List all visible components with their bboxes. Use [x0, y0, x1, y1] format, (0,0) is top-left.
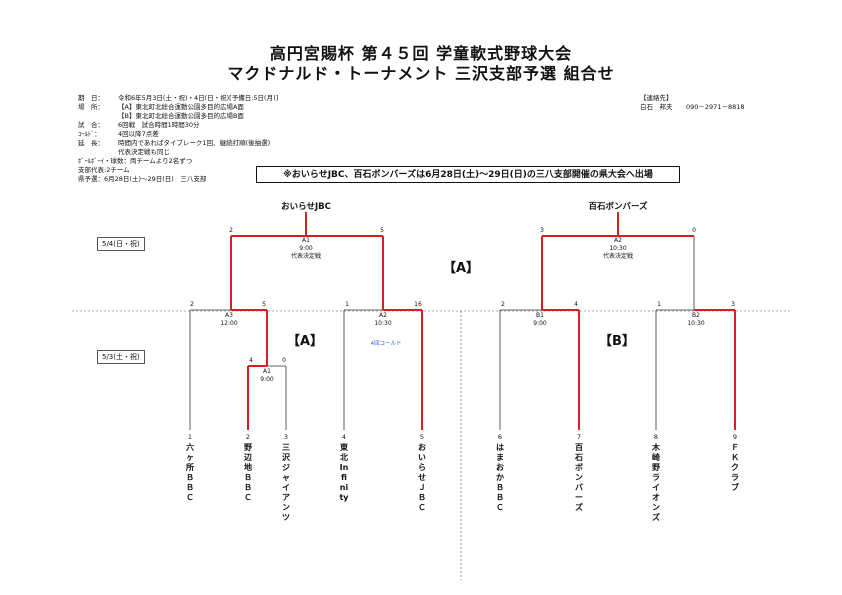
team-name: 東北Infinity — [339, 443, 349, 502]
score: 0 — [282, 357, 286, 364]
notice-box: ※おいらせJBC、百石ボンバーズは6月28日(土)～29日(日)の三八支部開催の… — [256, 166, 680, 183]
team-seed: 9 — [732, 433, 738, 441]
date-day2: 5/4(日・祝) — [97, 237, 145, 251]
team-seed: 5 — [419, 433, 425, 441]
score: 4 — [574, 301, 578, 308]
team-seed: 1 — [187, 433, 193, 441]
team-seed: 6 — [497, 433, 503, 441]
score: 1 — [657, 301, 661, 308]
match-label: A2 10:30 代表決定戦 — [602, 237, 634, 260]
score: 4 — [249, 357, 253, 364]
block-label-top: 【A】 — [442, 261, 480, 276]
info-block: 期 日：令和6年5月3日(土・祝)・4日(日・祝)[予備日:5日(月)] 場 所… — [78, 94, 279, 183]
score: 3 — [540, 227, 544, 234]
team-name: ＦＫクラブ — [731, 443, 739, 492]
score: 2 — [501, 301, 505, 308]
score: 5 — [380, 227, 384, 234]
team-seed: 2 — [245, 433, 251, 441]
team-seed: 8 — [653, 433, 659, 441]
team-name: 木崎野ライオンズ — [652, 443, 660, 522]
winner-right: 百石ボンバーズ — [588, 202, 648, 212]
score: 16 — [414, 301, 422, 308]
match-label: A1 9:00 代表決定戦 — [290, 237, 322, 260]
contact-name: 白石 邦夫 — [640, 103, 673, 111]
contact-label: 【連絡先】 — [640, 94, 673, 102]
team-name: 野辺地ＢＢＣ — [244, 443, 252, 502]
score: 1 — [345, 301, 349, 308]
page-subtitle: マクドナルド・トーナメント 三沢支部予選 組合せ — [227, 64, 615, 83]
team-seed: 4 — [341, 433, 347, 441]
contact-phone: 090－2971－8818 — [686, 103, 745, 111]
team-name: 六ヶ所ＢＢＣ — [186, 443, 194, 502]
team-name: 百石ボンバーズ — [575, 443, 583, 512]
team-name: おいらせＪＢＣ — [418, 443, 426, 512]
match-label: A2 10:30 — [374, 312, 392, 327]
match-label: A3 12:00 — [220, 312, 238, 327]
team-name: 三沢ジャイアンツ — [282, 443, 290, 522]
match-label: A1 9:00 — [260, 368, 274, 383]
team-name: はまおかＢＢＣ — [496, 443, 504, 512]
block-label-right: 【B】 — [599, 334, 635, 349]
score: 2 — [229, 227, 233, 234]
score: 2 — [190, 301, 194, 308]
called-note: 4回コールド — [370, 341, 402, 347]
match-label: B1 9:00 — [533, 312, 547, 327]
block-label-left: 【A】 — [286, 334, 324, 349]
match-label: B2 10:30 — [687, 312, 705, 327]
page-title: 高円宮賜杯 第４５回 学童軟式野球大会 — [269, 44, 573, 63]
team-seed: 3 — [283, 433, 289, 441]
score: 0 — [692, 227, 696, 234]
winner-left: おいらせJBC — [281, 202, 331, 212]
score: 5 — [262, 301, 266, 308]
date-day1: 5/3(土・祝) — [97, 350, 145, 364]
team-seed: 7 — [576, 433, 582, 441]
score: 3 — [731, 301, 735, 308]
